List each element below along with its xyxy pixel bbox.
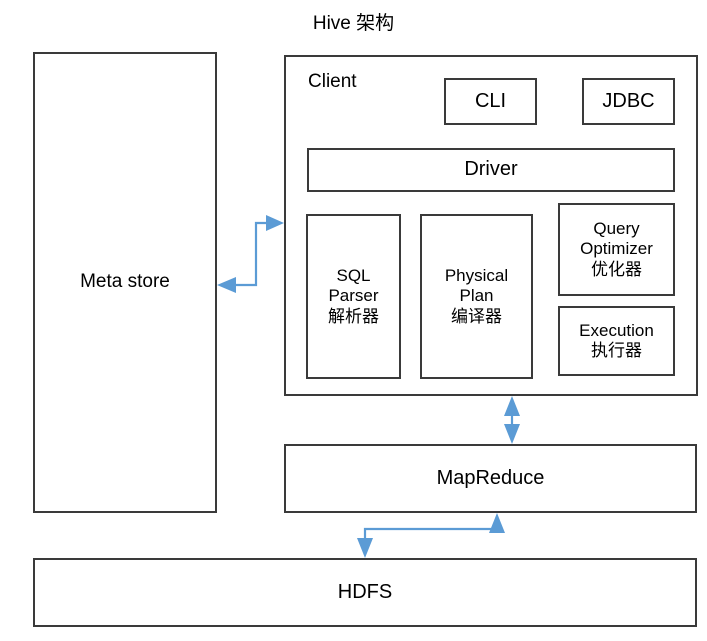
- node-jdbc-label: JDBC: [602, 89, 655, 112]
- arrow-metastore-client: [217, 215, 284, 293]
- node-execution-label: Execution 执行器: [579, 320, 654, 360]
- node-hdfs[interactable]: HDFS: [33, 558, 697, 627]
- node-execution[interactable]: Execution 执行器: [558, 306, 675, 376]
- node-jdbc[interactable]: JDBC: [582, 78, 675, 125]
- node-hdfs-label: HDFS: [337, 580, 393, 603]
- node-physical-plan[interactable]: Physical Plan 编译器: [420, 214, 533, 379]
- node-query-optimizer[interactable]: Query Optimizer 优化器: [558, 203, 675, 296]
- node-sql-parser-label: SQL Parser 解析器: [328, 266, 379, 326]
- node-mapreduce-label: MapReduce: [436, 466, 545, 489]
- diagram-title: Hive 架构: [312, 13, 395, 34]
- node-client-label: Client: [308, 71, 357, 92]
- arrow-client-mapreduce: [504, 396, 520, 444]
- node-meta-store[interactable]: Meta store: [33, 52, 217, 513]
- node-driver-label: Driver: [464, 158, 518, 181]
- node-cli-label: CLI: [474, 89, 507, 112]
- node-driver[interactable]: Driver: [307, 148, 675, 192]
- node-mapreduce[interactable]: MapReduce: [284, 444, 697, 513]
- arrow-mapreduce-hdfs: [357, 513, 505, 558]
- node-cli[interactable]: CLI: [444, 78, 537, 125]
- node-query-optimizer-label: Query Optimizer 优化器: [580, 219, 653, 279]
- node-sql-parser[interactable]: SQL Parser 解析器: [306, 214, 401, 379]
- node-physical-plan-label: Physical Plan 编译器: [444, 266, 509, 326]
- node-meta-store-label: Meta store: [80, 271, 170, 293]
